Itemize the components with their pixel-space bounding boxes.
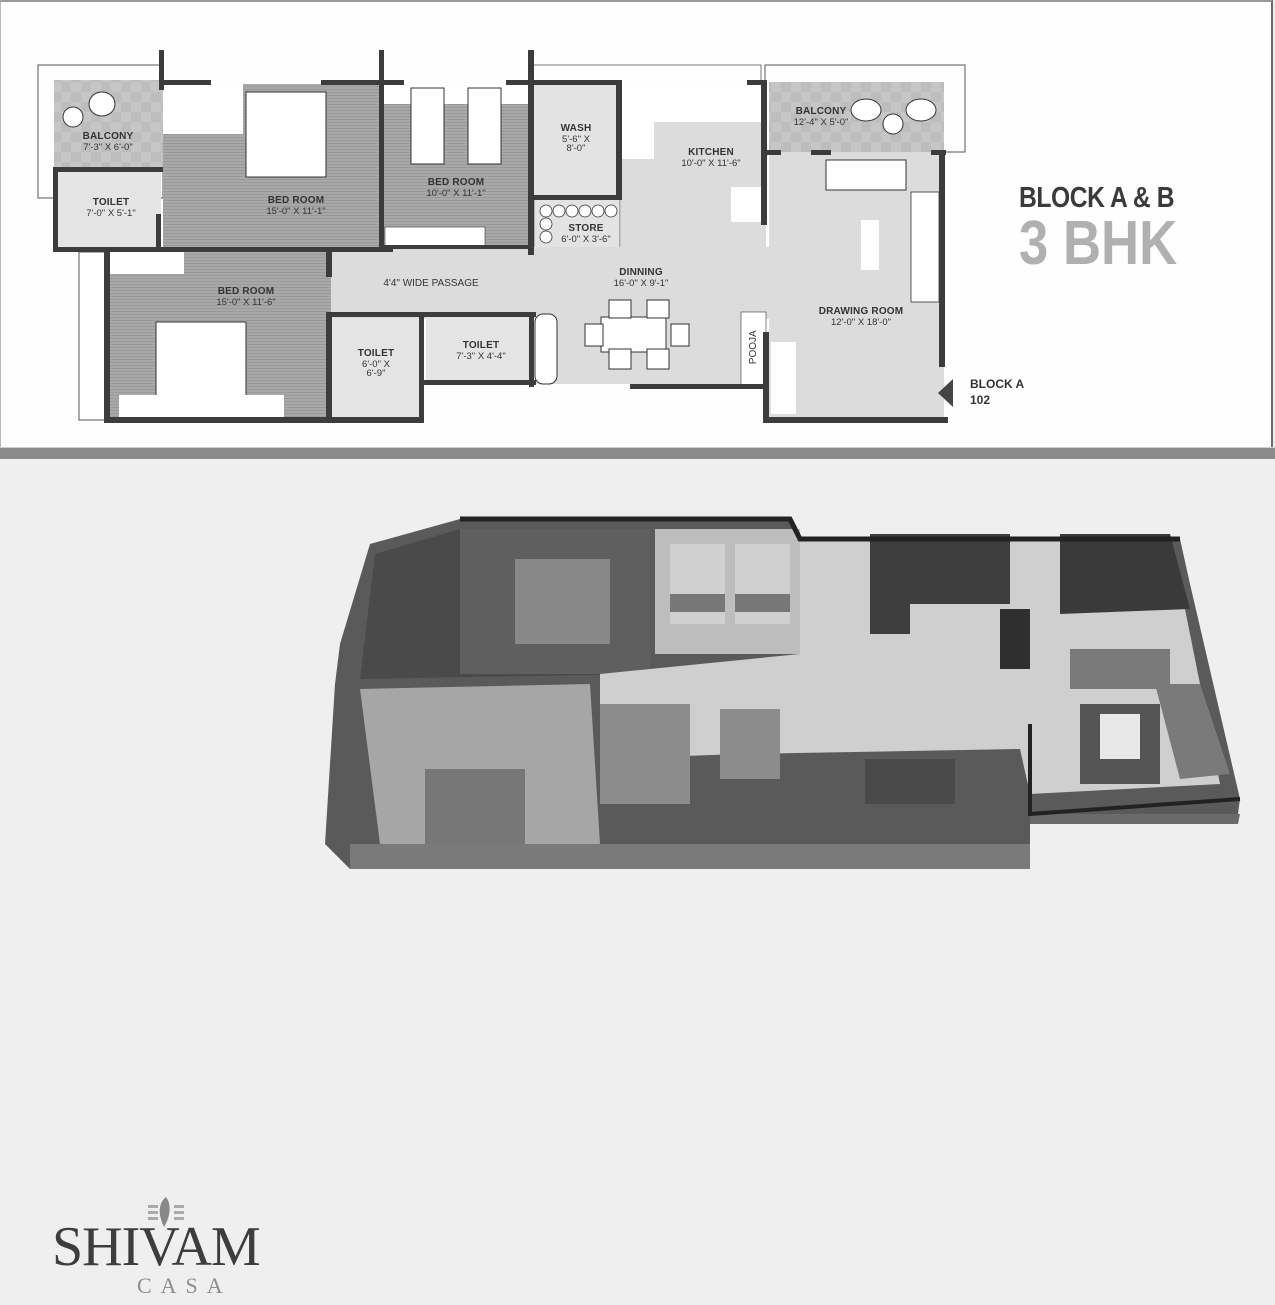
room-label-toilet-top-left: TOILET 7'-0" X 5'-1" [86, 197, 136, 219]
entry-unit: 102 [970, 393, 991, 408]
room-label-toilet-common: TOILET 6'-0" X 6'-9" [357, 348, 395, 380]
room-label-toilet-attached: TOILET 7'-3" X 4'-4" [456, 340, 506, 362]
logo-subtitle: CASA [137, 1273, 232, 1298]
room-label-balcony-left: BALCONY 7'-3" X 6'-0" [82, 131, 134, 153]
unit-type: 3 BHK [1019, 209, 1178, 278]
room-label-balcony-right: BALCONY 12'-4" X 5'-0" [793, 106, 849, 128]
block-title: BLOCK A & B [1019, 182, 1175, 214]
entry-block: BLOCK A [970, 377, 1025, 391]
logo-name: SHIVAM [52, 1216, 261, 1278]
entry-label: BLOCK A 102 [970, 376, 1024, 408]
room-label-master-bedroom: BED ROOM 15'-0" X 11'-1" [266, 195, 326, 217]
room-label-passage: 4'4" WIDE PASSAGE [383, 278, 479, 289]
room-label-wash: WASH 5'-6" X 8'-0" [560, 123, 592, 155]
room-label-pooja: POOJA [747, 330, 759, 365]
room-label-drawing-room: DRAWING ROOM 12'-0" X 18'-0" [818, 306, 904, 328]
room-label-kitchen: KITCHEN 10'-0" X 11'-6" [681, 147, 741, 169]
room-label-dining: DINNING 16'-0" X 9'-1" [613, 267, 669, 289]
room-label-store: STORE 6'-0" X 3'-6" [561, 223, 611, 245]
brand-logo: SHIVAM CASA [52, 1195, 272, 1305]
unit-title: BLOCK A & B 3 BHK [1019, 182, 1205, 275]
room-label-bedroom-3: BED ROOM 15'-0" X 11'-6" [216, 286, 276, 308]
render-panel: SHIVAM CASA [0, 459, 1275, 1297]
floor-plan-3d-render [325, 516, 1241, 869]
floor-plan-panel: BALCONY 7'-3" X 6'-0" TOILET 7'-0" X 5'-… [0, 0, 1273, 447]
panel-divider [0, 447, 1275, 460]
floor-plan-2d [37, 50, 966, 423]
room-label-bedroom-2: BED ROOM 10'-0" X 11'-1" [426, 177, 486, 199]
